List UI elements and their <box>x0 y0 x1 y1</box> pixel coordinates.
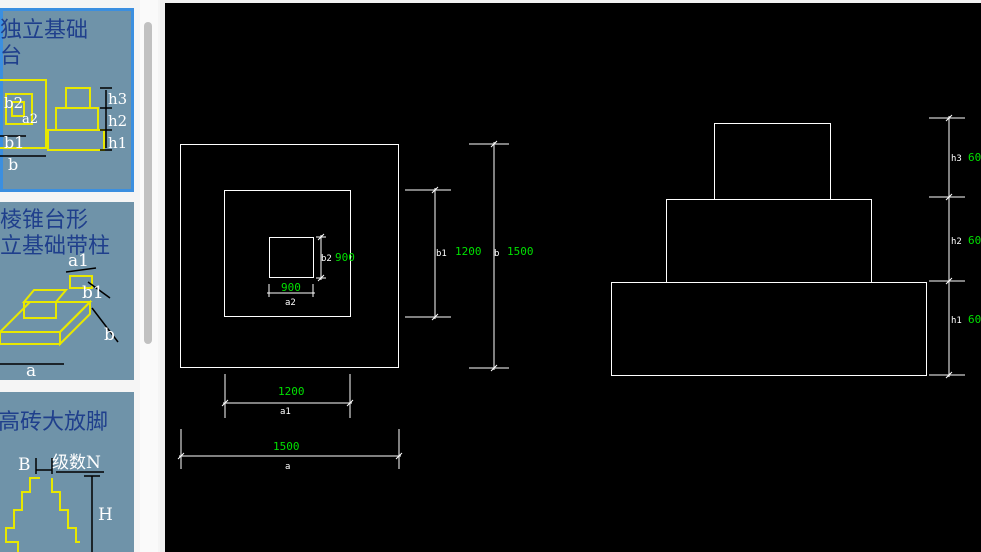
dim-h1-value: 600 <box>968 313 981 326</box>
label-N: 级数N <box>52 453 101 473</box>
label-h1: h1 <box>108 134 127 152</box>
plan-outer-rect <box>180 144 399 368</box>
label-b1: b1 <box>82 283 104 303</box>
plan-inner-rect <box>269 237 314 278</box>
dim-h1-label: h1 <box>951 316 962 326</box>
label-h3: h3 <box>108 90 127 108</box>
dim-b-value: 1500 <box>507 245 534 258</box>
dim-b1-label: b1 <box>436 249 447 259</box>
dim-a2-label: a2 <box>285 298 296 308</box>
label-B: B <box>18 455 31 475</box>
template-item-isolated-stepped[interactable]: 独立基础 台 b2 a2 b1 b h3 <box>0 8 134 192</box>
dim-b1-value: 1200 <box>455 245 482 258</box>
template-item-brick-footing[interactable]: 高砖大放脚 B 级数N H <box>0 392 134 552</box>
label-b: b <box>8 155 18 174</box>
pyramid-column-thumbnail: a1 b1 b a <box>0 251 119 380</box>
dim-a-value: 1500 <box>273 440 300 453</box>
elevation-top-step <box>714 123 831 200</box>
dim-a2-value: 900 <box>281 281 301 294</box>
label-H: H <box>98 505 113 525</box>
template-sidebar: 独立基础 台 b2 a2 b1 b h3 <box>0 0 160 552</box>
label-h2: h2 <box>108 112 127 130</box>
dim-b2-label: b2 <box>321 254 332 264</box>
template-item-title: 高砖大放脚 <box>0 410 109 435</box>
dim-a1-value: 1200 <box>278 385 305 398</box>
isolated-stepped-thumbnail: b2 a2 b1 b h3 h2 h1 <box>0 79 127 174</box>
template-item-title: 独立基础 台 <box>0 18 89 69</box>
template-item-pyramid-column[interactable]: 棱锥台形 立基础带柱 a1 b1 b a <box>0 202 134 380</box>
label-a2: a2 <box>22 112 38 127</box>
dim-h3-value: 600 <box>968 151 981 164</box>
plan-middle-rect <box>224 190 351 317</box>
sidebar-scrollbar[interactable] <box>140 0 158 552</box>
dim-a1-label: a1 <box>280 407 291 417</box>
scrollbar-thumb[interactable] <box>144 22 152 344</box>
label-b1: b1 <box>4 133 24 152</box>
dim-h2-label: h2 <box>951 237 962 247</box>
dim-a-label: a <box>285 462 290 472</box>
dim-h2-value: 600 <box>968 234 981 247</box>
dim-b2-value: 900 <box>335 251 355 264</box>
label-b: b <box>104 325 115 345</box>
elevation-middle-step <box>666 199 872 283</box>
dim-h3-label: h3 <box>951 154 962 164</box>
brick-footing-thumbnail: B 级数N H <box>5 453 113 552</box>
label-b2: b2 <box>4 94 23 112</box>
cad-drawing: b2 900 900 a2 b1 1200 b 1500 1200 a1 150… <box>177 114 981 472</box>
elevation-bottom-step <box>611 282 927 376</box>
template-item-title: 棱锥台形 立基础带柱 <box>0 208 111 259</box>
dim-b-label: b <box>494 249 499 259</box>
drawing-canvas[interactable]: b2 900 900 a2 b1 1200 b 1500 1200 a1 150… <box>165 3 981 552</box>
label-a: a <box>26 361 36 380</box>
label-a1: a1 <box>68 251 89 271</box>
